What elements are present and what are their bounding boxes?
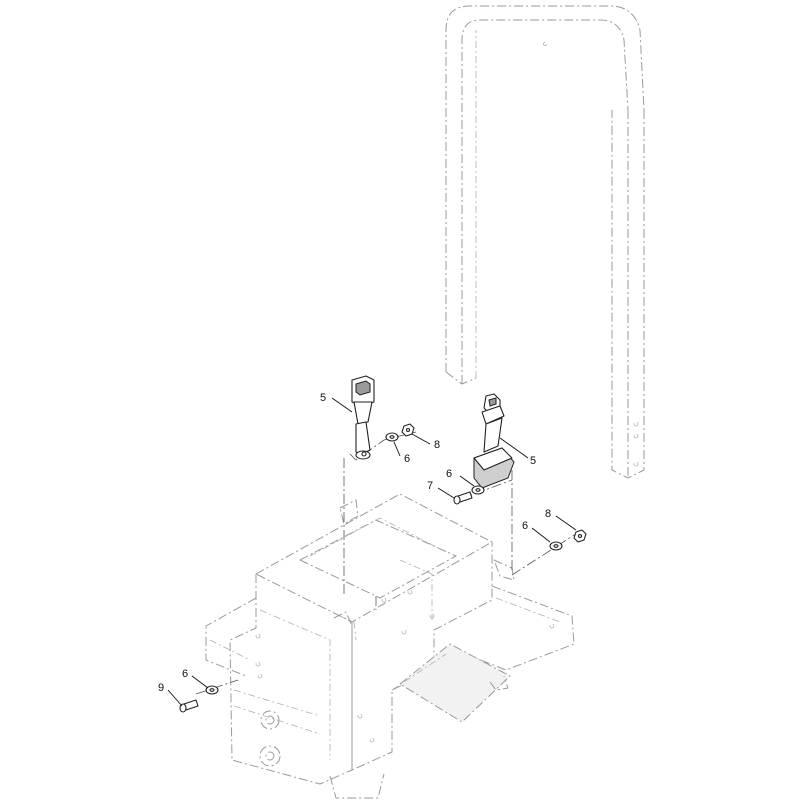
callout-6-lower: 6 (182, 668, 188, 680)
callout-8-right: 8 (545, 508, 551, 520)
callout-8-upper: 8 (434, 439, 440, 451)
seat-belt-retractor (473, 393, 515, 489)
washer-6a (385, 432, 399, 442)
callout-6-right: 6 (522, 520, 528, 532)
nut-8a (401, 423, 415, 437)
seat-frame (205, 493, 575, 799)
callout-6-middle: 6 (446, 468, 452, 480)
callout-7: 7 (427, 480, 433, 492)
washer-6d (205, 685, 219, 695)
callout-6-upper: 6 (404, 453, 410, 465)
seat-belt-buckle (351, 375, 375, 460)
callout-5-retractor: 5 (530, 455, 536, 467)
callout-9: 9 (158, 682, 164, 694)
callout-labels: 5 8 6 5 6 7 8 6 9 6 (158, 392, 551, 694)
bolt-9 (179, 699, 199, 713)
nut-8b (573, 529, 587, 543)
callout-5-buckle: 5 (320, 392, 326, 404)
assembly-centerlines (195, 431, 583, 695)
roll-bar (445, 5, 645, 479)
bolt-7 (453, 491, 473, 505)
washer-6c (549, 541, 563, 551)
washer-6b (471, 485, 485, 495)
callout-leaders (167, 397, 577, 707)
